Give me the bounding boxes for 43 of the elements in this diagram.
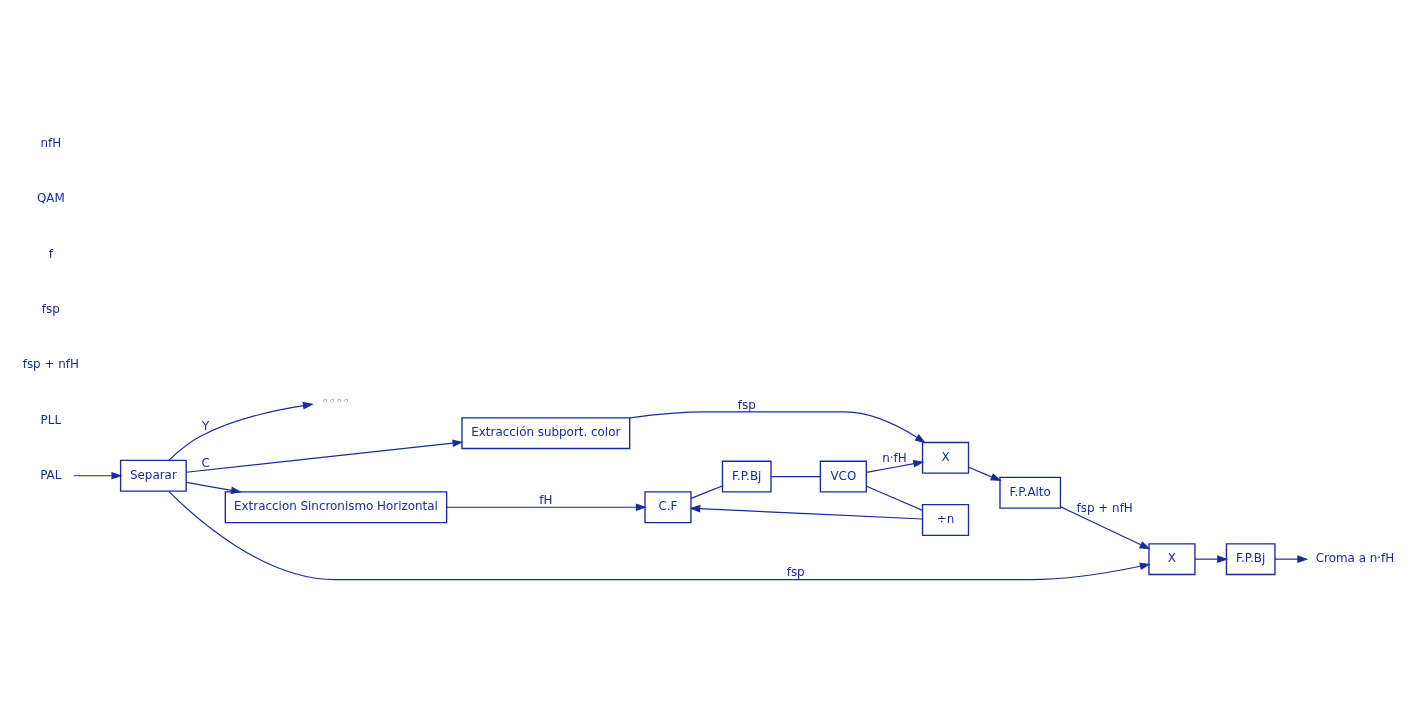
edge-label: fsp xyxy=(737,397,756,412)
node-text: Croma a n·fH xyxy=(1315,551,1395,566)
arrow xyxy=(185,439,464,473)
arrow xyxy=(446,503,647,512)
arrow xyxy=(1060,506,1151,550)
arrow xyxy=(185,481,242,495)
label: f xyxy=(48,246,53,261)
node-text: ◦◦◦◦ xyxy=(321,393,351,408)
arrow xyxy=(73,471,123,480)
edge-label: fH xyxy=(539,493,553,507)
node-text: PAL xyxy=(40,467,62,482)
arrow xyxy=(167,490,1151,581)
node-box: C.F xyxy=(644,491,692,524)
edge-label: Y xyxy=(202,418,210,433)
arrow xyxy=(1194,555,1229,563)
node-box: Extraccion Sincronismo Horizontal xyxy=(224,491,448,524)
label: QAM xyxy=(36,191,65,206)
node-box: F.P.Bj xyxy=(721,460,772,493)
node-box: Extracción subport. color xyxy=(461,417,631,450)
node-box: Separar xyxy=(119,459,187,492)
arrow xyxy=(629,411,926,444)
label: nfH xyxy=(40,135,62,150)
connector xyxy=(865,485,924,511)
node-box: X xyxy=(921,441,970,474)
connector xyxy=(690,485,723,499)
arrow xyxy=(865,459,925,474)
label: fsp + nfH xyxy=(22,357,79,372)
node-box: X xyxy=(1148,543,1196,576)
arrow xyxy=(968,466,1002,482)
node-box: ÷n xyxy=(921,504,970,536)
edge-label: C xyxy=(201,456,210,471)
edge-label: fsp xyxy=(786,565,805,580)
node-box: F.P.Alto xyxy=(999,476,1062,509)
arrow xyxy=(168,401,314,461)
label: PLL xyxy=(40,412,62,427)
edge-label: fsp + nfH xyxy=(1076,500,1133,515)
label: fsp xyxy=(41,301,60,316)
edge-label: n·fH xyxy=(882,451,907,466)
connector xyxy=(770,476,821,478)
arrow xyxy=(689,504,924,520)
node-box: VCO xyxy=(819,460,867,493)
node-box: F.P.Bj xyxy=(1225,543,1276,576)
arrow xyxy=(1274,555,1309,563)
